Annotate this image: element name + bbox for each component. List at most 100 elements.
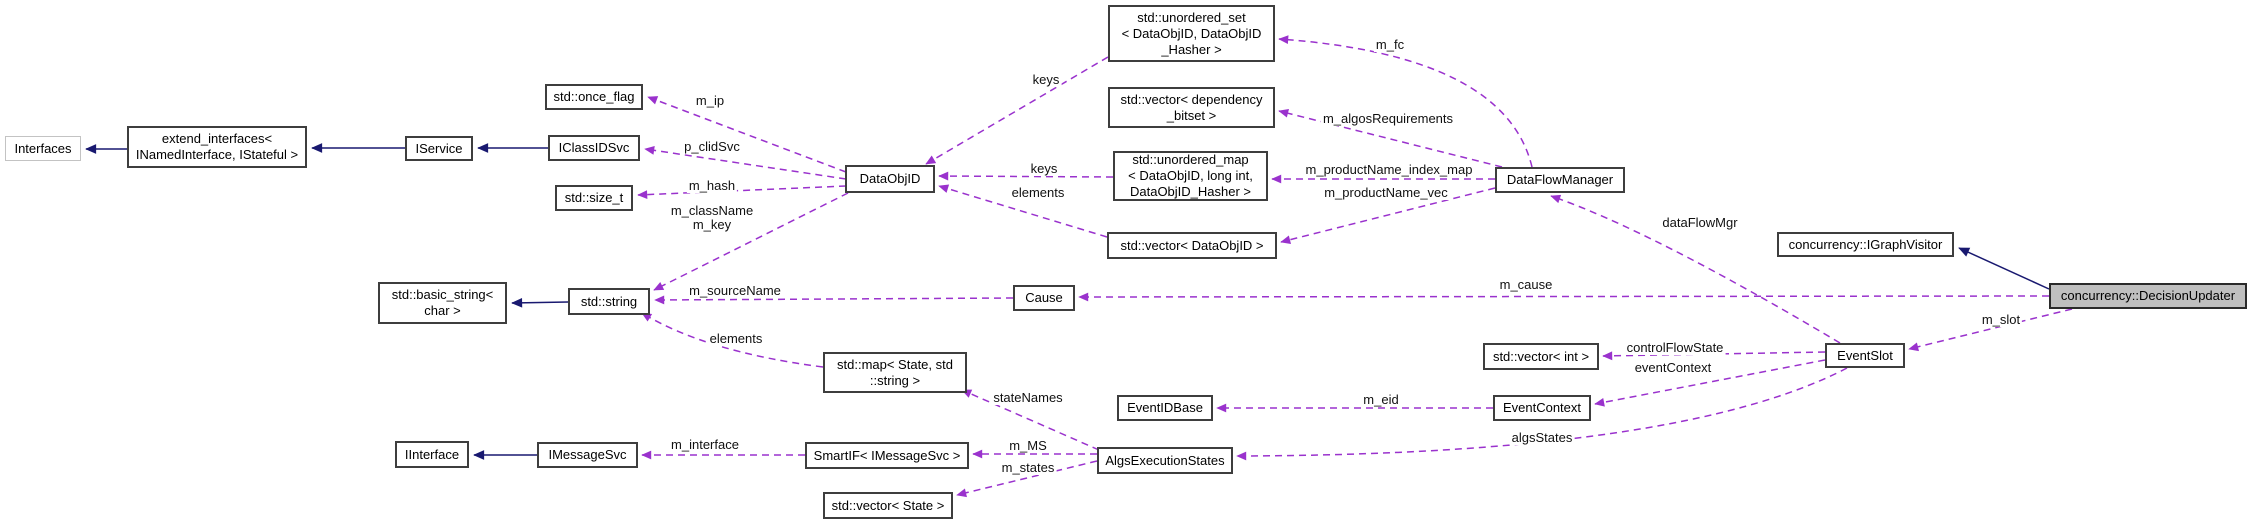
class-node-label: EventContext xyxy=(1502,400,1582,415)
edge-label-m-slot: m_slot xyxy=(1979,312,2023,327)
class-node-string[interactable]: std::string xyxy=(568,288,650,315)
class-node-label: concurrency::IGraphVisitor xyxy=(1788,236,1943,252)
class-node-once-flag[interactable]: std::once_flag xyxy=(545,84,643,110)
edge-label-m-eid: m_eid xyxy=(1361,392,1401,407)
class-node-vector-int[interactable]: std::vector< int > xyxy=(1483,343,1599,370)
class-node-label: char > xyxy=(424,303,461,318)
class-node-label: Cause xyxy=(1025,290,1063,305)
edge-label-statenames: stateNames xyxy=(991,390,1065,405)
class-node-label: DataObjID xyxy=(859,171,921,186)
usage-edge-m-sourcename xyxy=(654,295,1014,305)
class-node-map-state-string[interactable]: std::map< State, std::string > xyxy=(823,352,967,393)
inheritance-edge-string-to-basic-string xyxy=(511,297,569,308)
edge-label-eventcontext-edge: eventContext xyxy=(1632,360,1714,375)
class-node-igraphvisitor[interactable]: concurrency::IGraphVisitor xyxy=(1777,232,1954,257)
class-node-label: std::vector< dependency xyxy=(1120,91,1263,107)
class-node-label: EventSlot xyxy=(1837,347,1893,363)
class-node-label: IClassIDSvc xyxy=(558,140,630,155)
class-node-algsexecutionstates[interactable]: AlgsExecutionStates xyxy=(1097,447,1233,474)
class-node-label: extend_interfaces< xyxy=(161,131,273,146)
edge-label-m-ip: m_ip xyxy=(693,93,727,108)
usage-edge-m-states xyxy=(956,460,1098,498)
usage-edge-elements-vector xyxy=(938,184,1108,238)
class-node-smartif-imessagesvc[interactable]: SmartIF< IMessageSvc > xyxy=(805,442,969,469)
usage-edge-m-fc xyxy=(1278,35,1533,168)
class-node-interfaces: Interfaces xyxy=(5,136,81,161)
edge-label-m-states: m_states xyxy=(999,460,1057,475)
class-node-label: AlgsExecutionStates xyxy=(1105,452,1225,468)
usage-edge-m-ip xyxy=(647,96,847,173)
edge-label-p-clidsvc: p_clidSvc xyxy=(682,139,742,154)
class-node-iclassidsvc[interactable]: IClassIDSvc xyxy=(548,135,640,161)
class-node-label: _bitset > xyxy=(1166,107,1217,123)
class-node-label: std::vector< State > xyxy=(831,497,945,513)
class-node-label: std::vector< DataObjID > xyxy=(1120,237,1264,253)
usage-edge-m-classname-m-key xyxy=(653,192,849,291)
class-node-label: IService xyxy=(415,140,463,156)
class-node-label: IInterface xyxy=(404,446,460,462)
class-node-label: std::unordered_set xyxy=(1137,9,1246,25)
class-node-label: INamedInterface, IStateful > xyxy=(135,147,299,162)
class-node-vector-state[interactable]: std::vector< State > xyxy=(823,492,953,519)
class-node-extend-interfaces[interactable]: extend_interfaces<INamedInterface, IStat… xyxy=(127,126,307,168)
class-node-eventslot[interactable]: EventSlot xyxy=(1825,343,1905,368)
edge-label-m-fc: m_fc xyxy=(1373,37,1407,52)
edge-label-algsstates: algsStates xyxy=(1509,430,1575,445)
class-node-dataflowmanager[interactable]: DataFlowManager xyxy=(1495,167,1625,193)
class-node-label: std::unordered_map xyxy=(1132,152,1249,167)
class-node-label: EventIDBase xyxy=(1127,400,1203,415)
usage-edge-keys-set xyxy=(925,56,1109,165)
class-node-label: DataObjID_Hasher > xyxy=(1129,184,1252,199)
class-node-label: _Hasher > xyxy=(1161,41,1222,57)
class-node-vector-dataobjid[interactable]: std::vector< DataObjID > xyxy=(1107,232,1277,259)
class-node-label: std::string xyxy=(580,293,638,309)
class-node-vector-dep-bitset[interactable]: std::vector< dependency_bitset > xyxy=(1108,87,1275,128)
edge-label-controlflowstate: controlFlowState xyxy=(1624,340,1726,355)
usage-edge-algsstates xyxy=(1236,367,1848,461)
usage-edge-m-productname-vec xyxy=(1280,187,1496,245)
class-node-unordered-map[interactable]: std::unordered_map< DataObjID, long int,… xyxy=(1113,151,1268,201)
usage-edge-elements-map xyxy=(641,312,824,368)
usage-edge-p-clidsvc xyxy=(644,146,847,180)
edge-label-m-interface: m_interface xyxy=(669,437,741,452)
class-node-label: std::once_flag xyxy=(553,89,635,104)
edge-label-m-ms: m_MS xyxy=(1007,438,1049,453)
class-node-label: < DataObjID, DataObjID xyxy=(1121,25,1262,41)
class-node-label: SmartIF< IMessageSvc > xyxy=(813,447,961,463)
usage-edge-statenames xyxy=(961,389,1100,451)
class-node-size-t[interactable]: std::size_t xyxy=(555,185,633,211)
usage-edge-m-hash xyxy=(637,185,847,199)
class-node-label: Interfaces xyxy=(14,140,72,156)
class-node-label: std::map< State, std xyxy=(837,356,953,372)
class-node-imessagesvc[interactable]: IMessageSvc xyxy=(537,442,638,468)
edge-label-m-hash: m_hash xyxy=(686,178,738,193)
usage-edge-eventcontext-edge xyxy=(1594,359,1826,407)
class-node-decisionupdater: concurrency::DecisionUpdater xyxy=(2049,283,2247,309)
class-node-eventidbase[interactable]: EventIDBase xyxy=(1117,395,1213,421)
usage-edge-m-algosrequirements xyxy=(1278,108,1503,168)
class-node-label: std::size_t xyxy=(564,190,624,205)
class-node-dataobjid[interactable]: DataObjID xyxy=(845,165,935,193)
class-node-label: IMessageSvc xyxy=(548,447,627,462)
edge-label-elements-vector: elements xyxy=(1009,185,1067,200)
class-node-cause[interactable]: Cause xyxy=(1013,285,1075,311)
usage-edge-m-cause xyxy=(1078,292,2050,302)
usage-edge-m-slot xyxy=(1908,308,2073,352)
class-node-iservice[interactable]: IService xyxy=(405,136,473,161)
edge-label-m-productname-index-map: m_productName_index_map xyxy=(1303,162,1475,177)
class-node-label: DataFlowManager xyxy=(1506,172,1614,187)
edge-label-m-cause: m_cause xyxy=(1497,277,1555,292)
class-node-label: < DataObjID, long int, xyxy=(1128,168,1253,183)
class-node-eventcontext[interactable]: EventContext xyxy=(1493,395,1591,421)
class-node-label: ::string > xyxy=(869,372,921,388)
inheritance-edge-decisionupdater-to-igraphvisitor xyxy=(1958,247,2050,290)
class-node-unordered-set[interactable]: std::unordered_set< DataObjID, DataObjID… xyxy=(1108,5,1275,62)
usage-edge-keys-map xyxy=(938,171,1114,181)
edge-label-m-sourcename: m_sourceName xyxy=(687,283,783,298)
class-node-basic-string[interactable]: std::basic_string<char > xyxy=(378,282,507,324)
edge-label-dataflowmgr: dataFlowMgr xyxy=(1660,215,1740,230)
class-node-iinterface[interactable]: IInterface xyxy=(395,441,469,468)
class-node-label: std::vector< int > xyxy=(1492,348,1590,364)
